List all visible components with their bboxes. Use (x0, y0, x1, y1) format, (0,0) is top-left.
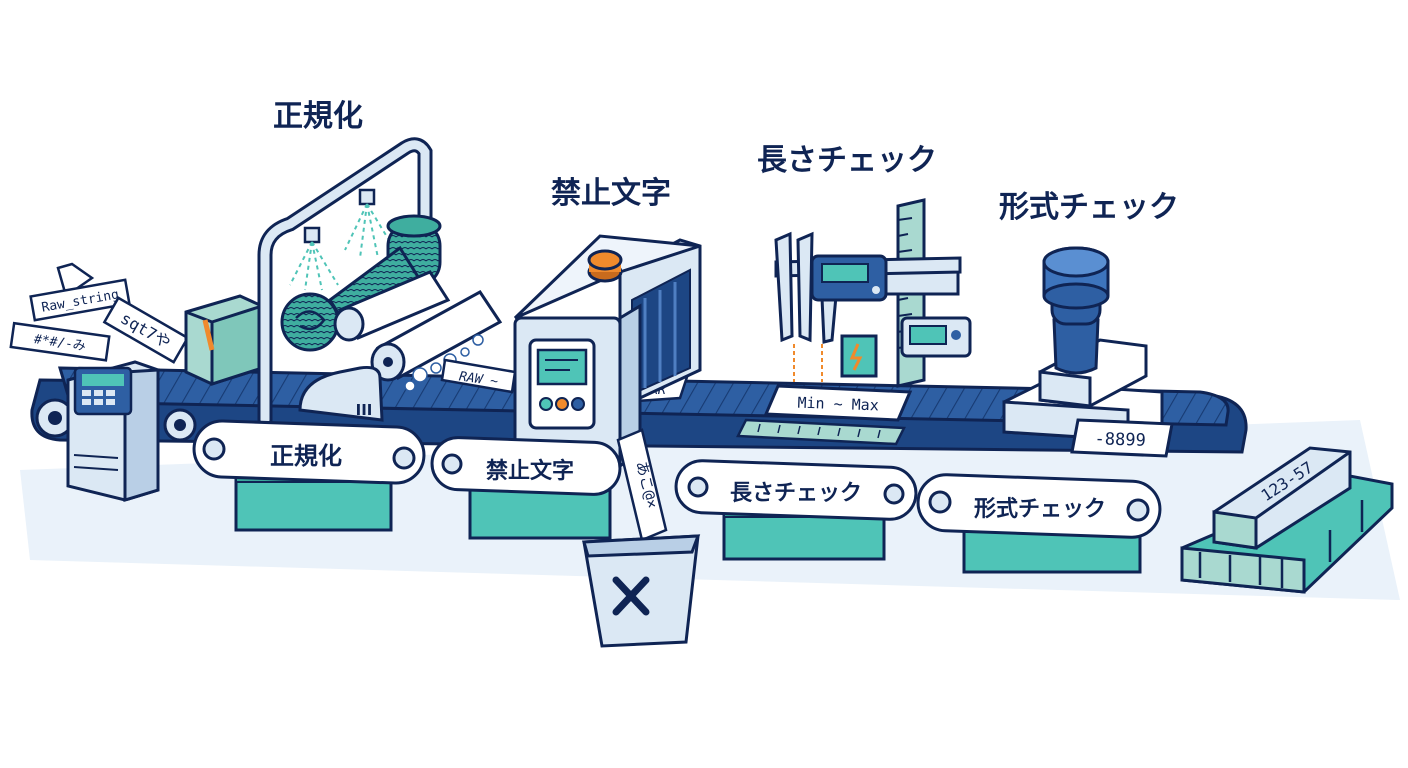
input-slips: Raw_string #*#/-み sqt7や (9, 262, 190, 364)
x-icon (612, 576, 650, 616)
input-terminal (66, 360, 160, 503)
water-spray (289, 203, 396, 291)
trash-bin-icon (582, 534, 701, 648)
belt-label-text: 長さチェック (730, 481, 862, 506)
belt-label-forbidden: 禁止文字 (430, 436, 622, 496)
belt-label-text: 形式チェック (974, 497, 1106, 522)
belt-tag-raw-text: RAW_~ (458, 369, 499, 389)
cardboard-box-icon (184, 294, 264, 387)
length-gauge-text: Min ~ Max (797, 394, 879, 415)
input-slip-text: #*#/-み (33, 332, 87, 354)
format-tag-text: -8899 (1094, 429, 1146, 451)
sensor-icon (840, 334, 878, 378)
forbidden-machine (513, 234, 702, 469)
input-slip (102, 296, 190, 364)
display-icon (900, 316, 972, 358)
control-panel-icon (528, 338, 596, 430)
belt-label-text: 正規化 (270, 442, 342, 470)
belt-label-length: 長さチェック (674, 459, 918, 521)
stage-title-normalize: 正規化 (273, 99, 363, 134)
belt-tag-raw: RAW_~ (440, 358, 517, 394)
format-check-station: -8899 (1002, 246, 1174, 458)
belt-label-normalize: 正規化 (192, 419, 426, 485)
stage-title-length: 長さチェック (757, 143, 937, 178)
normalize-machine: III (257, 137, 503, 428)
belt-label-text: 禁止文字 (486, 458, 574, 484)
stage-title-forbidden: 禁止文字 (551, 176, 671, 211)
belt-label-format: 形式チェック (916, 473, 1162, 539)
input-slip (29, 278, 131, 322)
pallet-icon (1180, 474, 1394, 594)
output-block: 123-57 (1212, 446, 1352, 550)
ruler-icon (876, 198, 960, 388)
machine-mark: III (356, 401, 373, 419)
roller-cylinders (333, 270, 503, 382)
length-check-station: Min ~ Max (736, 198, 972, 446)
stage-title-format: 形式チェック (999, 190, 1179, 225)
caliper-icon (774, 231, 962, 344)
stamp-icon (1038, 246, 1148, 408)
input-slip (9, 321, 111, 362)
